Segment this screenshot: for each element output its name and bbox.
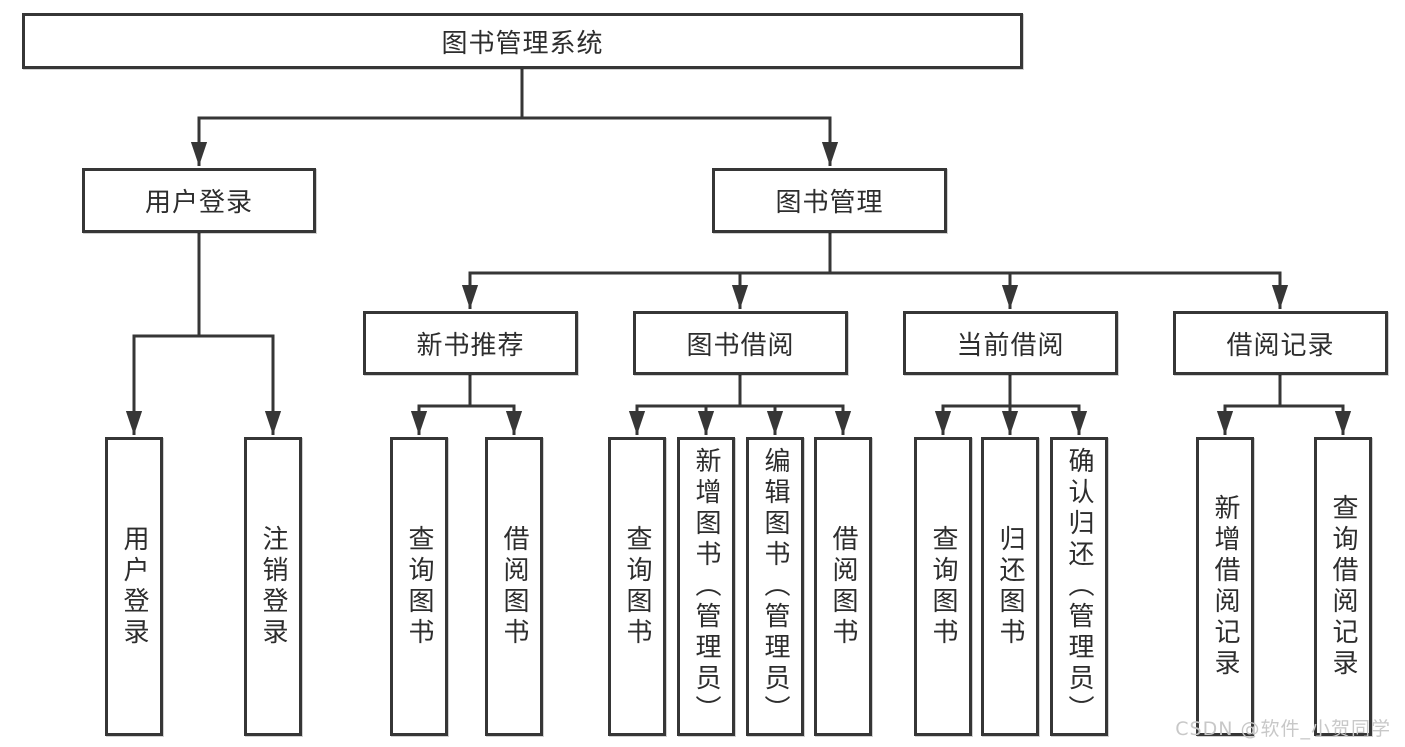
leaf-borrow-books-recommend-label: 借阅图书 — [499, 524, 529, 649]
node-user-login: 用户登录 — [82, 168, 316, 233]
node-current-borrow: 当前借阅 — [903, 311, 1118, 375]
leaf-query-books-current: 查询图书 — [914, 437, 972, 736]
leaf-edit-books-admin-label: 编辑图书（管理员） — [760, 447, 790, 726]
leaf-edit-books-admin: 编辑图书（管理员） — [746, 437, 804, 736]
leaf-query-borrow-record-label: 查询借阅记录 — [1328, 493, 1358, 680]
node-new-book-recommend: 新书推荐 — [363, 311, 578, 375]
leaf-query-books-recommend-label: 查询图书 — [404, 524, 434, 649]
node-borrow-records: 借阅记录 — [1173, 311, 1388, 375]
leaf-borrow-books-recommend: 借阅图书 — [485, 437, 543, 736]
node-book-borrow: 图书借阅 — [633, 311, 848, 375]
leaf-query-borrow-record: 查询借阅记录 — [1314, 437, 1372, 736]
csdn-watermark: CSDN @软件_小贺同学 — [1175, 718, 1391, 740]
leaf-logout-login-label: 注销登录 — [258, 524, 288, 649]
node-book-management: 图书管理 — [712, 168, 947, 233]
leaf-logout-login: 注销登录 — [244, 437, 302, 736]
leaf-query-books-borrow: 查询图书 — [608, 437, 666, 736]
leaf-query-books-current-label: 查询图书 — [928, 524, 958, 649]
leaf-add-books-admin: 新增图书（管理员） — [677, 437, 735, 736]
leaf-borrow-books-borrow: 借阅图书 — [814, 437, 872, 736]
leaf-user-login-label: 用户登录 — [119, 524, 149, 649]
leaf-query-books-recommend: 查询图书 — [390, 437, 448, 736]
leaf-add-books-admin-label: 新增图书（管理员） — [691, 447, 721, 726]
leaf-return-books-label: 归还图书 — [995, 524, 1025, 649]
leaf-add-borrow-record: 新增借阅记录 — [1196, 437, 1254, 736]
leaf-confirm-return-admin-label: 确认归还（管理员） — [1064, 447, 1094, 726]
leaf-user-login: 用户登录 — [105, 437, 163, 736]
leaf-add-borrow-record-label: 新增借阅记录 — [1210, 493, 1240, 680]
leaf-confirm-return-admin: 确认归还（管理员） — [1050, 437, 1108, 736]
leaf-borrow-books-borrow-label: 借阅图书 — [828, 524, 858, 649]
leaf-return-books: 归还图书 — [981, 437, 1039, 736]
leaf-query-books-borrow-label: 查询图书 — [622, 524, 652, 649]
node-library-management-system: 图书管理系统 — [22, 13, 1023, 69]
